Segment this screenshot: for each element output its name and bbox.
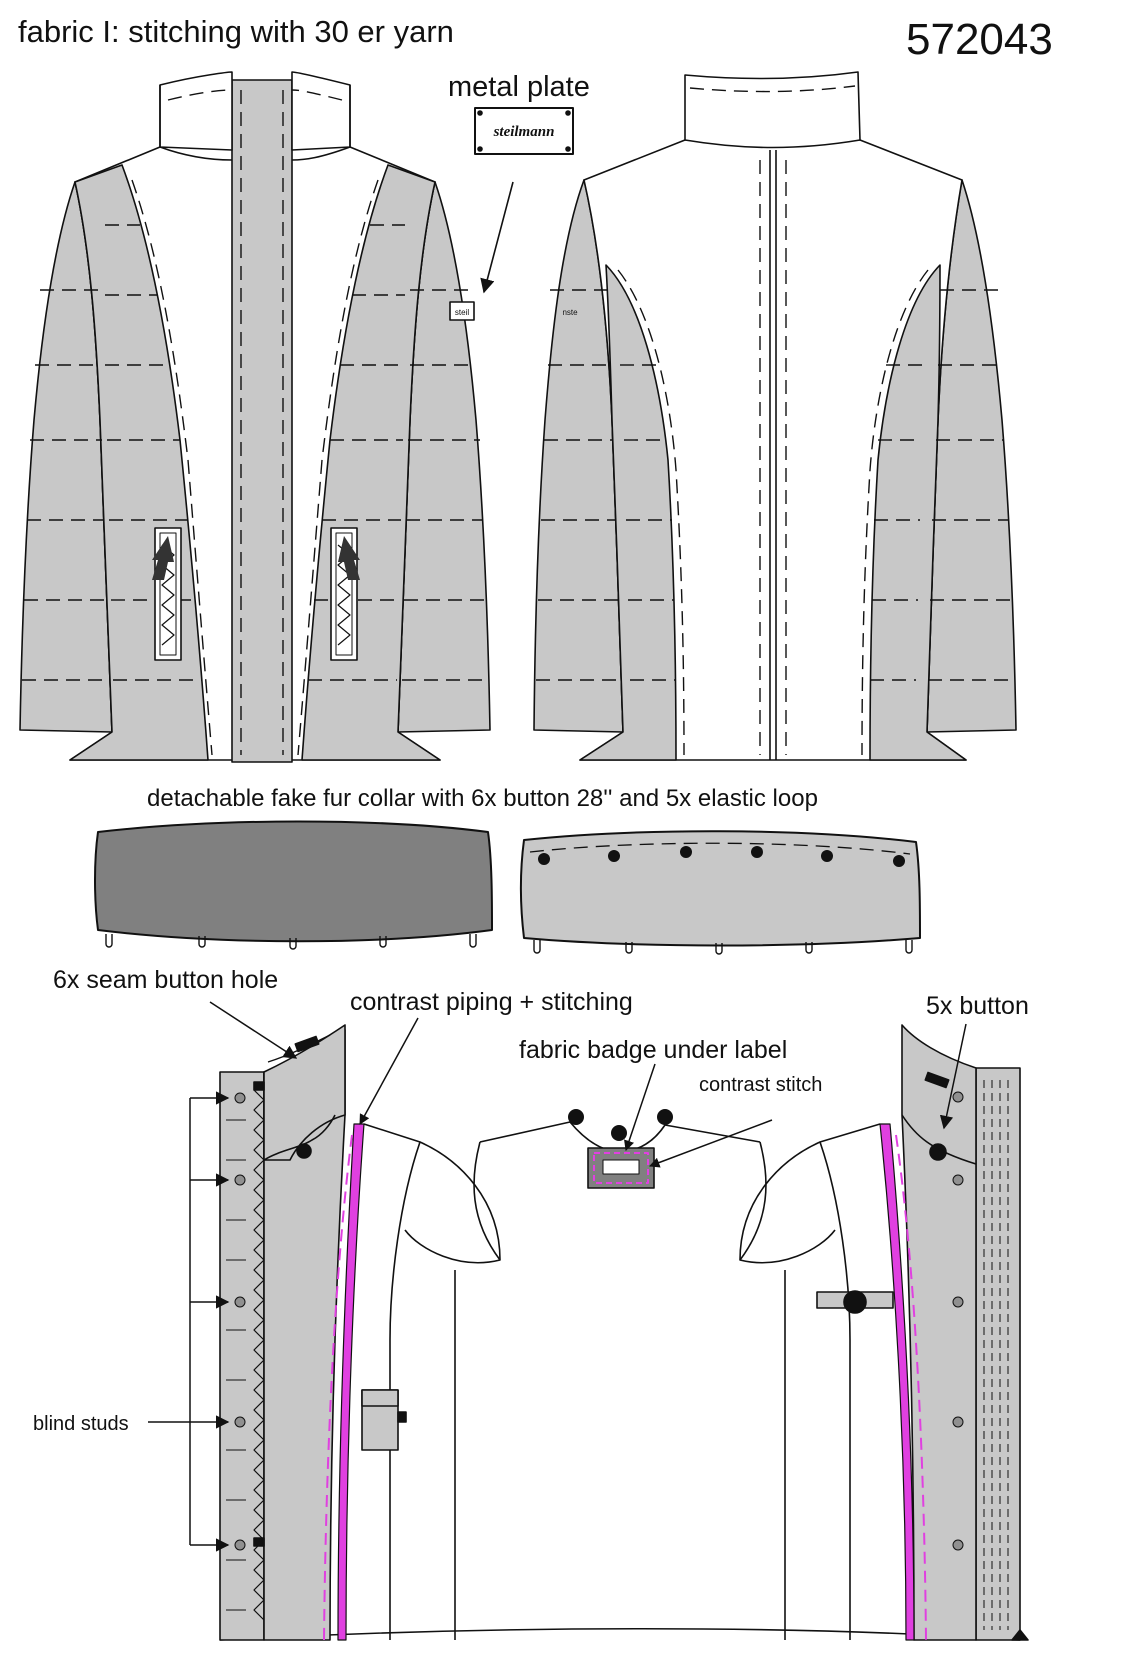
- five-button-label: 5x button: [926, 992, 1029, 1020]
- front-zip-pockets: [152, 527, 360, 661]
- front-stitching: [22, 89, 488, 756]
- inner-left-pocket: [361, 1389, 407, 1451]
- collar-buttons: [538, 846, 905, 867]
- fabric-badge-label: fabric badge under label: [519, 1036, 788, 1064]
- contrast-piping-label: contrast piping + stitching: [350, 988, 633, 1016]
- inner-label: [602, 1159, 640, 1175]
- back-stand-collar: [684, 71, 861, 149]
- neck-buttons: [568, 1109, 673, 1141]
- brand-plate-text: steilmann: [493, 124, 555, 140]
- fur-collar-dark: [94, 820, 493, 943]
- right-facing-strip: [975, 1067, 1021, 1641]
- front-stand-collar: [159, 71, 233, 151]
- back-left-panel: [579, 264, 677, 761]
- back-right-panel: [869, 264, 967, 761]
- fur-collar-inside: [520, 830, 921, 955]
- front-zip-placket: [231, 79, 293, 763]
- fabric-note: fabric I: stitching with 30 er yarn: [18, 14, 454, 49]
- front-jacket-view: [19, 71, 491, 763]
- blind-stud-dots: [234, 1092, 246, 1551]
- back-stitching: [536, 85, 1014, 756]
- left-strip-zigzag: [253, 1089, 265, 1621]
- left-pocket-arrow: [152, 536, 174, 580]
- fur-collar-outside: [94, 820, 493, 950]
- front-sleeve-tag: [449, 301, 475, 321]
- front-sleeve-tag-text: steil: [455, 308, 469, 317]
- blind-studs-label: blind studs: [33, 1413, 129, 1435]
- metal-plate-label: metal plate: [448, 71, 590, 103]
- annotation-leaders: [148, 1001, 967, 1552]
- collar-note: detachable fake fur collar with 6x butto…: [147, 785, 818, 812]
- contrast-stitch-label: contrast stitch: [699, 1074, 823, 1096]
- back-sleeve-tag-text: nste: [562, 308, 578, 317]
- metal-plate-arrow: [480, 181, 514, 294]
- back-jacket-view: [533, 71, 1017, 761]
- metal-plate-badge: [474, 107, 574, 155]
- inside-view: [219, 1024, 1029, 1641]
- inner-right-pocket: [816, 1290, 894, 1314]
- right-strip-stitching: [983, 1080, 1009, 1630]
- elastic-loops-outside: [105, 934, 477, 950]
- left-facing-strip: [219, 1071, 265, 1641]
- seam-button-hole-label: 6x seam button hole: [53, 966, 279, 994]
- right-piping: [879, 1123, 915, 1641]
- article-number: 572043: [906, 15, 1053, 64]
- right-pocket-arrow: [338, 536, 360, 580]
- elastic-loops-inside: [533, 940, 913, 955]
- fur-collar-light: [520, 830, 921, 947]
- left-piping: [337, 1123, 365, 1641]
- left-facing-collar: [263, 1024, 346, 1161]
- right-buttons: [952, 1091, 964, 1551]
